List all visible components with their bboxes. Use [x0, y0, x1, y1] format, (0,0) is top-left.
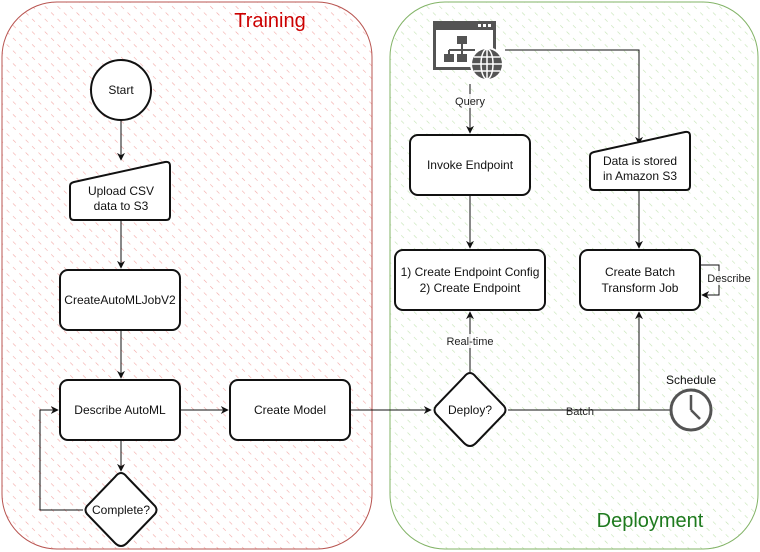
schedule-label: Schedule: [666, 373, 716, 387]
start-node[interactable]: Start: [90, 59, 152, 121]
upload-csv-label-line1: Upload CSV: [88, 184, 154, 198]
describe-automl-label: Describe AutoML: [74, 403, 166, 417]
upload-csv-label-line2: data to S3: [94, 199, 149, 213]
create-model-node[interactable]: Create Model: [229, 379, 351, 441]
edge-labels: Query Real-time Batch Describe: [445, 94, 754, 418]
data-stored-label-line2: in Amazon S3: [603, 169, 677, 183]
training-title: Training: [234, 10, 306, 32]
training-container: Training: [1, 1, 373, 550]
edge-complete-loop-to-describe: [39, 406, 83, 511]
invoke-endpoint-label: Invoke Endpoint: [427, 158, 514, 172]
realtime-label: Real-time: [446, 336, 493, 348]
complete-label: Complete?: [92, 503, 150, 517]
create-automl-job-label: CreateAutoMLJobV2: [64, 293, 176, 307]
edge-webapp-to-s3: [505, 49, 643, 145]
edges: [39, 49, 720, 511]
schedule-node[interactable]: Schedule: [666, 373, 716, 432]
create-endpoint-label-line1: 1) Create Endpoint Config: [401, 265, 540, 279]
data-stored-s3-node[interactable]: Data is stored in Amazon S3: [589, 130, 691, 191]
web-application-globe-icon: [433, 21, 504, 81]
describe-automl-node[interactable]: Describe AutoML: [59, 379, 181, 441]
deploy-decision-node[interactable]: Deploy?: [433, 371, 507, 447]
create-model-label: Create Model: [254, 403, 326, 417]
create-endpoint-label-line2: 2) Create Endpoint: [420, 281, 521, 295]
describe-label: Describe: [707, 273, 750, 285]
deploy-label: Deploy?: [448, 403, 492, 417]
start-label: Start: [108, 83, 134, 97]
data-stored-label-line1: Data is stored: [603, 154, 677, 168]
upload-csv-node[interactable]: Upload CSV data to S3: [69, 160, 171, 221]
create-batch-transform-node[interactable]: Create Batch Transform Job: [579, 249, 701, 311]
invoke-endpoint-node[interactable]: Invoke Endpoint: [409, 134, 531, 196]
create-batch-label-line1: Create Batch: [605, 265, 675, 279]
query-label: Query: [455, 96, 485, 108]
clock-icon: [669, 388, 713, 432]
deployment-title: Deployment: [597, 510, 704, 532]
batch-label: Batch: [566, 406, 594, 418]
complete-decision-node[interactable]: Complete?: [84, 471, 158, 547]
create-batch-label-line2: Transform Job: [602, 281, 679, 295]
create-automl-job-node[interactable]: CreateAutoMLJobV2: [59, 269, 181, 331]
create-endpoint-node[interactable]: 1) Create Endpoint Config 2) Create Endp…: [394, 249, 546, 311]
